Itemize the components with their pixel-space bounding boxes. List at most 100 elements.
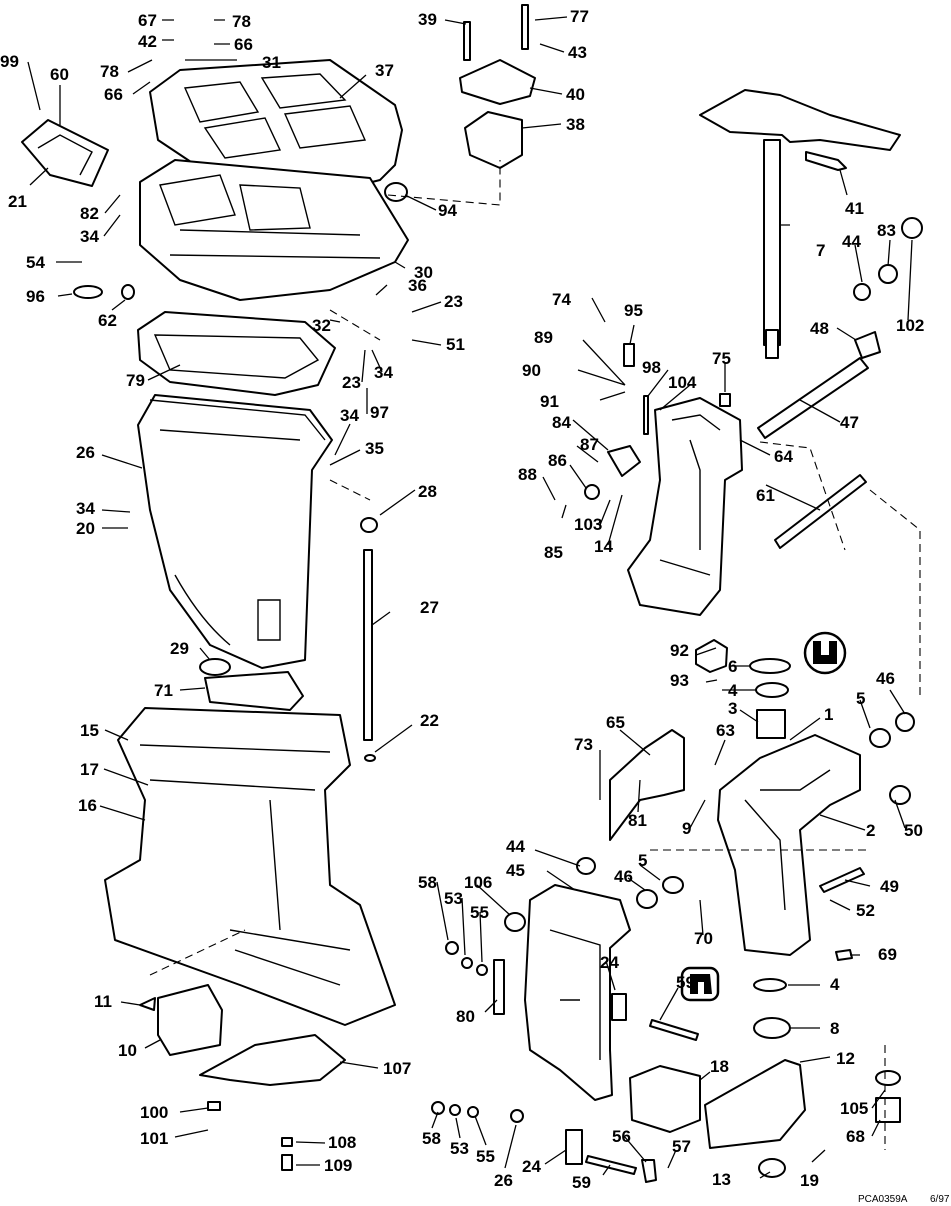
part-6-washer: [749, 658, 791, 674]
callout-96: 96: [26, 287, 45, 306]
part-58b-washer: [431, 1101, 445, 1115]
callout-29: 29: [170, 639, 189, 658]
callout-31: 31: [262, 53, 281, 72]
callout-59: 59: [572, 1173, 591, 1192]
parts-layer: [21, 4, 923, 1183]
part-8-seal: [753, 1017, 791, 1039]
part-50-bushing: [889, 785, 911, 805]
part-59-bolt-upper: [649, 1019, 699, 1041]
callout-56: 56: [612, 1127, 631, 1146]
callout-109: 109: [324, 1156, 352, 1175]
callout-38: 38: [566, 115, 585, 134]
callout-78: 78: [100, 62, 119, 81]
part-80-strap: [493, 959, 505, 1015]
sealant-symbol-icon: [680, 966, 720, 1002]
callout-14: 14: [594, 537, 613, 556]
callout-69: 69: [878, 945, 897, 964]
part-44b-nut: [576, 857, 596, 875]
part-48-clip: [854, 331, 881, 359]
callout-23: 23: [444, 292, 463, 311]
callout-105: 105: [840, 1099, 868, 1118]
part-53b-nut: [449, 1104, 461, 1116]
callout-17: 17: [80, 760, 99, 779]
callout-54: 54: [26, 253, 45, 272]
part-40-plate: [459, 59, 536, 105]
callout-87: 87: [580, 435, 599, 454]
part-44-nut: [853, 283, 871, 301]
callout-24: 24: [600, 953, 619, 972]
callout-103: 103: [574, 515, 602, 534]
callout-34: 34: [80, 227, 99, 246]
callout-7: 7: [816, 241, 825, 260]
callout-55: 55: [476, 1147, 495, 1166]
grease-symbol-icon: [803, 631, 847, 675]
callout-104: 104: [668, 373, 697, 392]
callout-53: 53: [450, 1139, 469, 1158]
callout-51: 51: [446, 335, 465, 354]
part-106-spacer: [504, 912, 526, 932]
callout-106: 106: [464, 873, 492, 892]
part-109-screw: [281, 1154, 293, 1171]
callout-6: 6: [728, 657, 737, 676]
callout-63: 63: [716, 721, 735, 740]
callout-46: 46: [614, 867, 633, 886]
callout-55: 55: [470, 903, 489, 922]
part-60-seal: [21, 119, 109, 187]
callout-88: 88: [518, 465, 537, 484]
part-98-pin: [643, 395, 649, 435]
callout-66: 66: [104, 85, 123, 104]
callout-91: 91: [540, 392, 559, 411]
part-56-clip: [641, 1159, 657, 1183]
callout-84: 84: [552, 413, 571, 432]
part-5b-bushing: [662, 876, 684, 894]
drawing-date: 6/97: [930, 1194, 950, 1205]
callout-10: 10: [118, 1041, 137, 1060]
callout-21: 21: [8, 192, 27, 211]
callout-77: 77: [570, 7, 589, 26]
part-77-bolt: [521, 4, 529, 50]
part-3-bushing: [756, 709, 786, 739]
callout-66: 66: [234, 35, 253, 54]
part-24b-plate: [565, 1129, 583, 1165]
callout-97: 97: [370, 403, 389, 422]
part-75-cap: [719, 393, 731, 407]
part-45-stern-bracket: [524, 884, 631, 1101]
part-18-mount: [629, 1065, 701, 1133]
part-22-washer: [364, 754, 376, 762]
callout-57: 57: [672, 1137, 691, 1156]
part-62-plug: [121, 284, 135, 300]
callout-78: 78: [232, 12, 251, 31]
part-38-mount: [464, 111, 523, 169]
callout-22: 22: [420, 711, 439, 730]
callout-32: 32: [312, 316, 331, 335]
callout-94: 94: [438, 201, 457, 220]
part-58a-washer: [445, 941, 459, 955]
callout-44: 44: [506, 837, 525, 856]
callout-58: 58: [418, 873, 437, 892]
part-96-fitting: [73, 285, 103, 299]
part-92-block: [695, 639, 728, 673]
callout-73: 73: [574, 735, 593, 754]
callout-43: 43: [568, 43, 587, 62]
callout-4: 4: [830, 975, 840, 994]
part-1-swivel-bracket: [717, 734, 861, 956]
part-5-bushing: [869, 728, 891, 748]
callout-95: 95: [624, 301, 643, 320]
callout-58: 58: [422, 1129, 441, 1148]
callout-102: 102: [896, 316, 924, 335]
callout-30: 30: [414, 263, 433, 282]
callout-35: 35: [365, 439, 384, 458]
part-26b-nut: [510, 1109, 524, 1123]
part-102-cap: [901, 217, 923, 239]
callout-23: 23: [342, 373, 361, 392]
part-49-bolt: [819, 867, 865, 893]
callout-34: 34: [76, 499, 95, 518]
callout-60: 60: [50, 65, 69, 84]
part-28-grommet: [360, 517, 378, 533]
part-24a-plate: [611, 993, 627, 1021]
callout-3: 3: [728, 699, 737, 718]
part-47-tilt-tube: [757, 357, 869, 439]
callout-59: 59: [676, 973, 695, 992]
callout-108: 108: [328, 1133, 356, 1152]
